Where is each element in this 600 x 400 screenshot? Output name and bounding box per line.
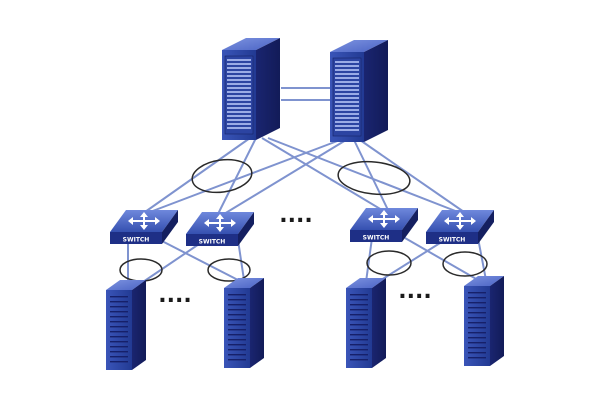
- switch-icon: SWITCH: [186, 212, 254, 246]
- server-rack-icon: [464, 276, 504, 366]
- uplink: [149, 139, 341, 213]
- downlink: [477, 237, 487, 281]
- core-chassis-right: [330, 40, 388, 142]
- arrows-icon: [204, 214, 236, 232]
- lag-ring: [119, 258, 163, 282]
- downlink: [159, 239, 239, 281]
- switch-icon: SWITCH: [426, 210, 494, 244]
- chassis-slots: [227, 59, 251, 129]
- uplink: [223, 139, 347, 215]
- lag-ring: [442, 251, 488, 277]
- switch-icon: SWITCH: [350, 208, 418, 242]
- uplink: [353, 139, 389, 211]
- ellipsis-servers-right: ....: [398, 279, 431, 304]
- uplink: [261, 137, 383, 211]
- arrows-icon: [128, 212, 160, 230]
- downlink: [139, 239, 206, 285]
- downlink: [404, 237, 479, 281]
- uplink: [359, 139, 465, 213]
- lag-ring: [191, 158, 253, 194]
- switch-label: SWITCH: [439, 237, 466, 244]
- switch-label: SWITCH: [363, 235, 390, 242]
- lag-ring: [207, 258, 251, 282]
- lag-rings: [119, 158, 488, 282]
- arrows-icon: [368, 210, 400, 228]
- ellipsis-servers-left: ....: [158, 283, 191, 308]
- uplink: [144, 137, 251, 213]
- core-chassis-left: [222, 38, 280, 140]
- ellipsis-switches: ....: [279, 203, 312, 228]
- chassis-slots: [335, 61, 359, 131]
- uplink: [267, 137, 459, 213]
- server-rack-icon: [224, 278, 264, 368]
- lag-ring: [366, 250, 412, 276]
- server-rack-icon: [106, 280, 146, 370]
- switch-icon: SWITCH: [110, 210, 178, 244]
- links-layer: [127, 87, 487, 285]
- server-rack-icon: [346, 278, 386, 368]
- uplink: [217, 137, 257, 215]
- downlink: [237, 239, 245, 281]
- switch-label: SWITCH: [123, 237, 150, 244]
- downlink: [365, 237, 373, 283]
- lag-ring: [337, 160, 411, 196]
- switch-label: SWITCH: [199, 239, 226, 246]
- arrows-icon: [444, 212, 476, 230]
